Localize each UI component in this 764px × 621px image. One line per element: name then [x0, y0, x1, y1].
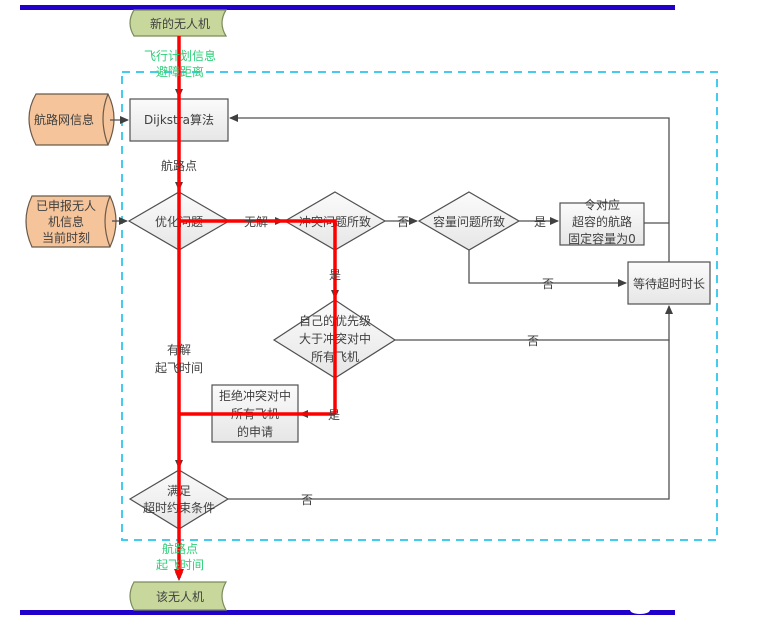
highlight-no-solution-branch — [179, 219, 337, 414]
reported-uav-node: 已申报无人 机信息 当前时刻 — [25, 195, 117, 248]
edge-wait-to-dijkstra — [229, 114, 670, 262]
wait-node: 等待超时时长 — [627, 261, 711, 305]
highlight-path — [174, 36, 337, 580]
output-bottom-line1: 航路点 — [162, 541, 198, 556]
waypoints-label: 航路点 — [161, 158, 197, 173]
no-capacity-label: 否 — [542, 277, 554, 291]
no-priority-label: 否 — [527, 334, 539, 348]
has-solution-line1: 有解 — [167, 343, 191, 357]
set-capacity-node: 令对应 超容的航路 固定容量为0 — [559, 197, 645, 246]
yes-conflict-label: 是 — [329, 268, 341, 282]
has-solution-line2: 起飞时间 — [155, 361, 203, 375]
reported-uav-line1: 已申报无人 — [36, 198, 96, 213]
input-top-line2: 避障距离 — [156, 64, 204, 79]
algorithm-boundary — [121, 71, 718, 541]
end-label: 该无人机 — [156, 590, 204, 604]
bottom-bar — [20, 610, 675, 615]
end-node: 该无人机 — [129, 581, 228, 611]
output-bottom-line2: 起飞时间 — [156, 558, 204, 572]
no-conflict-label: 否 — [397, 215, 409, 229]
capacity-decision: 容量问题所致 — [417, 191, 521, 251]
reject-line3: 的申请 — [237, 424, 273, 439]
top-bar — [20, 5, 675, 10]
input-top-line1: 飞行计划信息 — [144, 48, 216, 63]
reported-uav-line2: 机信息 — [48, 214, 84, 229]
reject-line1: 拒绝冲突对中 — [219, 388, 291, 403]
route-network-node: 航路网信息 — [28, 93, 115, 146]
edge-capacity-to-wait — [468, 250, 627, 287]
start-label: 新的无人机 — [150, 16, 210, 31]
start-node: 新的无人机 — [129, 9, 228, 37]
no-timeout-label: 否 — [301, 493, 313, 507]
no-solution-label: 无解 — [244, 215, 268, 229]
yes-capacity-label: 是 — [534, 215, 546, 229]
edge-timeout-no-to-wait — [228, 340, 670, 500]
reported-uav-line3: 当前时刻 — [42, 230, 90, 245]
set-capacity-line3: 固定容量为0 — [568, 231, 636, 246]
set-capacity-line1: 令对应 — [584, 197, 620, 212]
yes-priority-label: 是 — [328, 408, 340, 422]
set-capacity-line2: 超容的航路 — [572, 214, 632, 229]
capacity-label: 容量问题所致 — [433, 214, 505, 229]
bottom-bar-notch — [630, 606, 650, 614]
wait-label: 等待超时时长 — [633, 276, 705, 291]
route-network-label: 航路网信息 — [34, 112, 94, 127]
